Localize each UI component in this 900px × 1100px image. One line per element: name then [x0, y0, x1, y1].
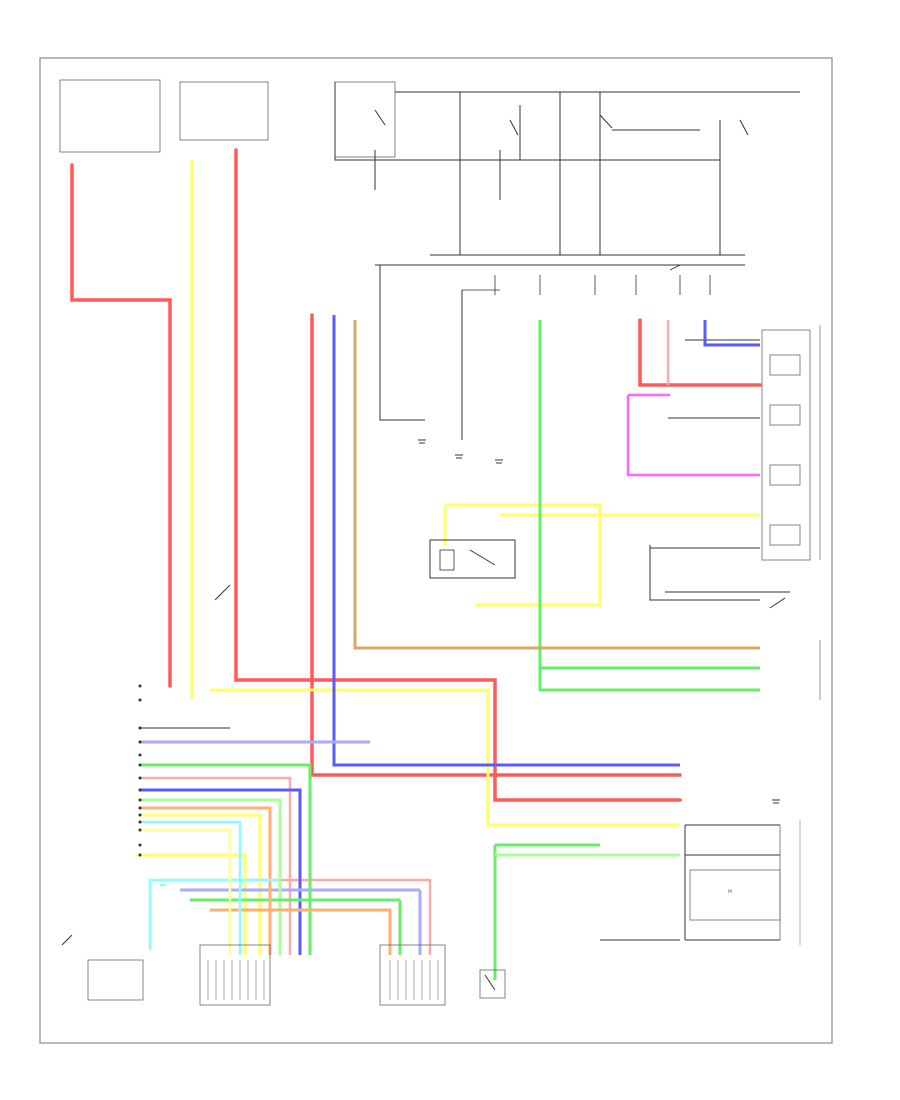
- wire-black: [140, 417, 760, 941]
- motor-icon: M: [689, 820, 801, 945]
- wire-pink: [140, 320, 670, 955]
- fuse-icon: [462, 264, 711, 295]
- wire-tan: [140, 320, 760, 955]
- switch-icon: [61, 584, 786, 946]
- wire-red: [70, 148, 762, 802]
- wire-cyan: [140, 820, 280, 955]
- connector-bottom: [87, 944, 506, 1006]
- wire-green: [140, 320, 760, 980]
- switch-icon: [374, 109, 749, 136]
- wire-magenta: [626, 393, 760, 477]
- ground-icon: [418, 439, 780, 804]
- connector-pins-left: [138, 684, 142, 857]
- connector-right: [761, 325, 821, 700]
- svg-text:M: M: [728, 889, 732, 895]
- wire-blue: [140, 315, 760, 955]
- power-bus-lines: [334, 82, 800, 941]
- fuse-block-left: [59, 79, 396, 158]
- relay-center: [429, 539, 516, 579]
- diagram-frame: [39, 57, 833, 1044]
- wire-yellow: [136, 160, 760, 955]
